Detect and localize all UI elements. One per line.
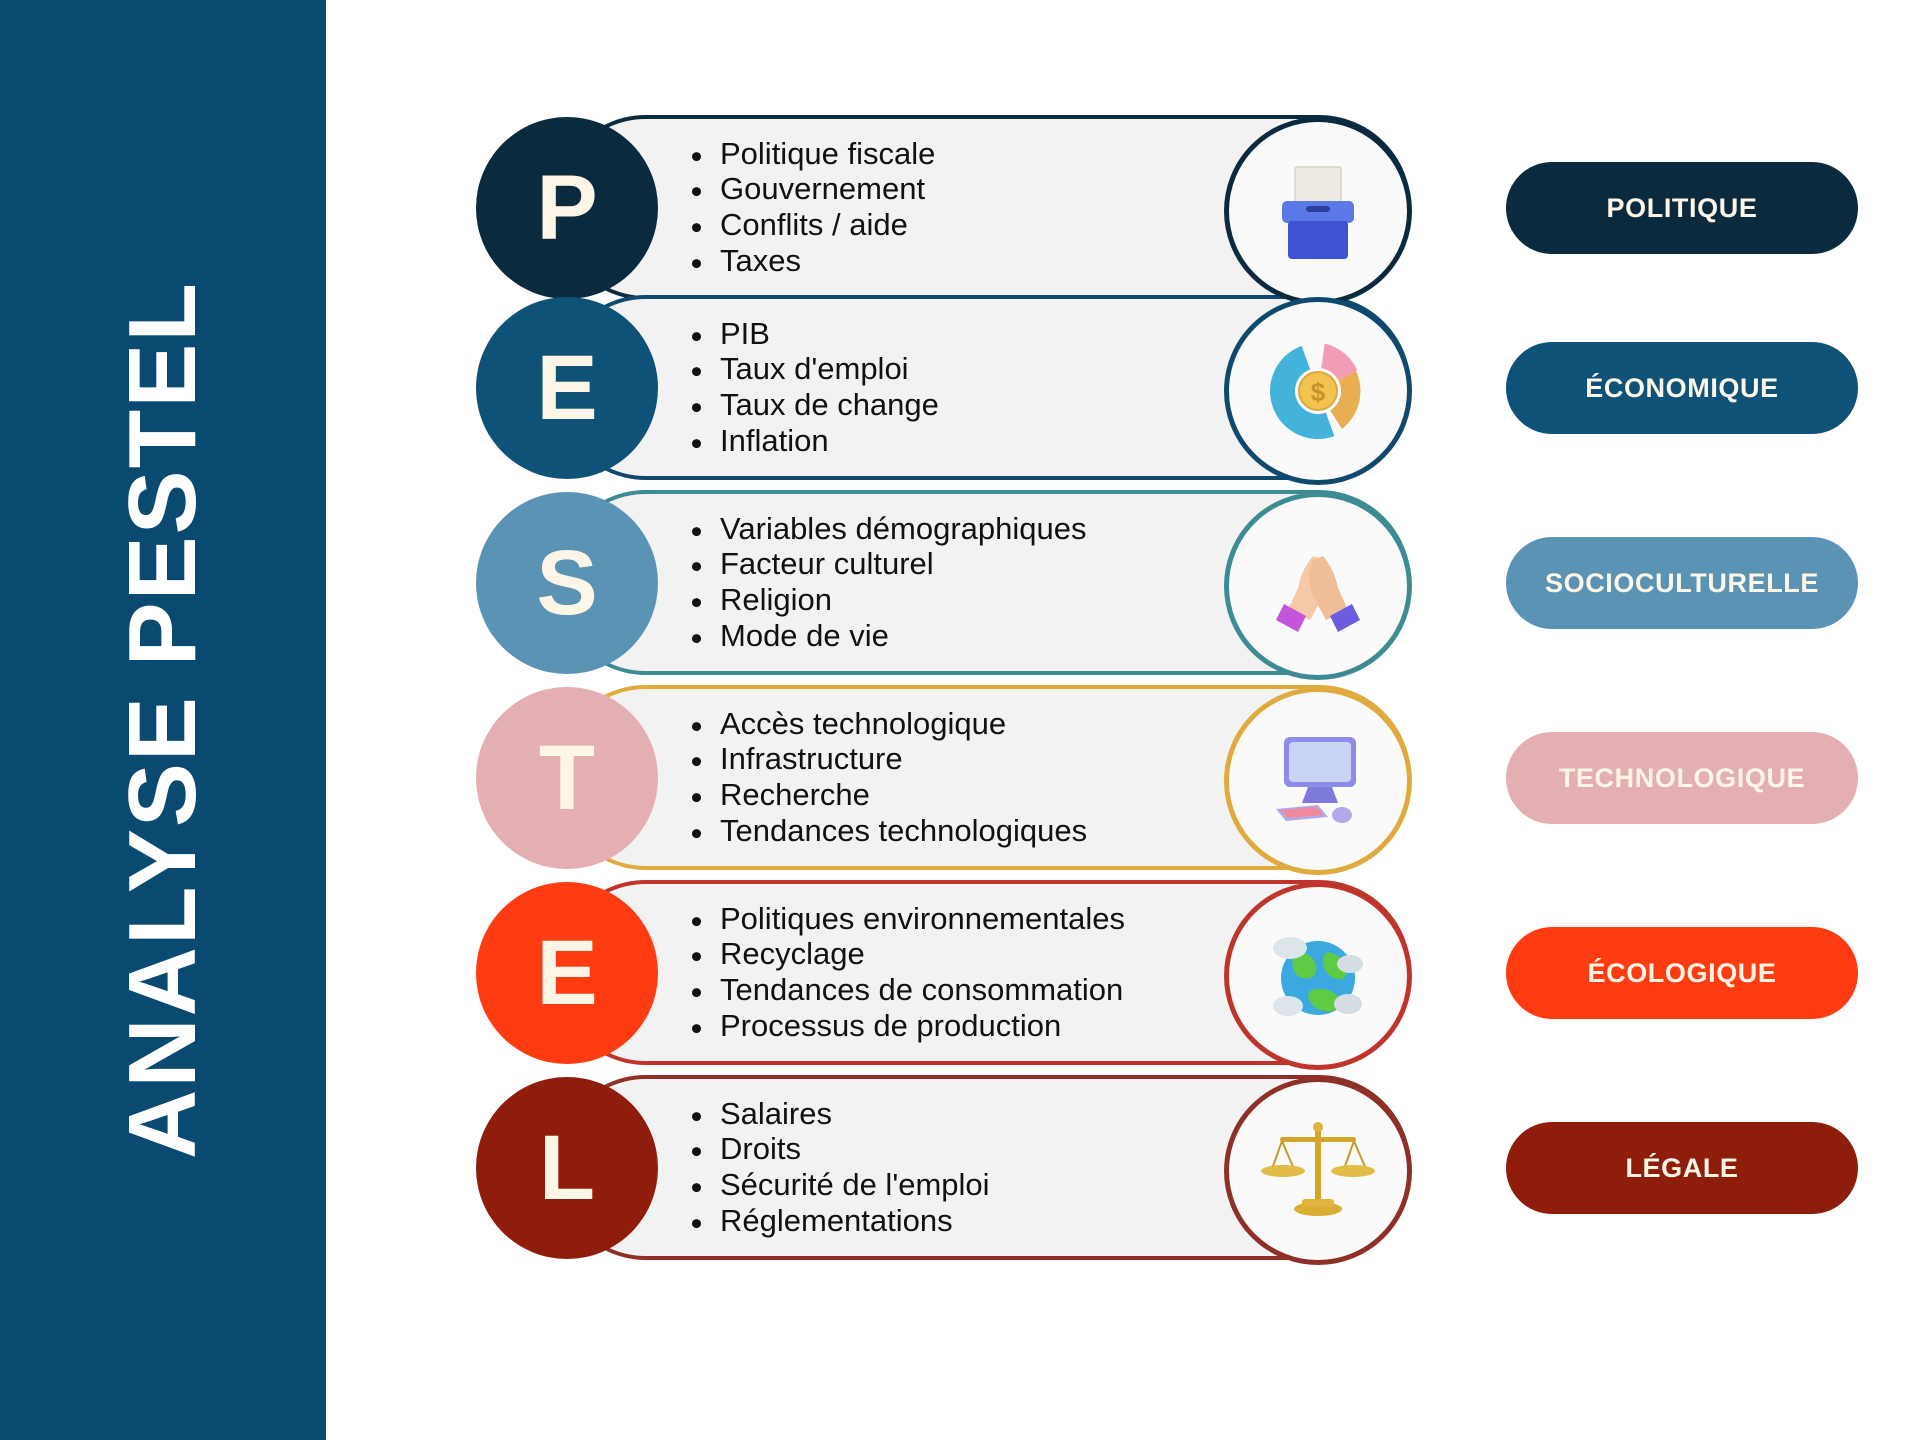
list-item: Mode de vie (684, 618, 1087, 654)
category-pill[interactable]: ÉCONOMIQUE (1506, 342, 1858, 434)
list-item: Taxes (684, 243, 935, 279)
list-item: Tendances de consommation (684, 973, 1125, 1009)
list-item: PIB (684, 316, 939, 352)
row-card: $ (554, 295, 1412, 485)
row-letter-badge: S (476, 492, 658, 674)
list-item: Accès technologique (684, 706, 1087, 742)
desktop-computer-icon (1224, 687, 1412, 875)
list-item: Salaires (684, 1096, 990, 1132)
row-letter-badge: E (476, 297, 658, 479)
row-letter-badge: T (476, 687, 658, 869)
list-item: Gouvernement (684, 172, 935, 208)
list-item: Religion (684, 583, 1087, 619)
list-item: Politique fiscale (684, 136, 935, 172)
list-item: Tendances technologiques (684, 813, 1087, 849)
category-pill-label: POLITIQUE (1606, 192, 1758, 223)
category-pill-label: SOCIOCULTURELLE (1545, 567, 1819, 598)
clapping-hands-icon (1224, 492, 1412, 680)
balance-scales-icon (1224, 1077, 1412, 1265)
list-item: Réglementations (684, 1203, 990, 1239)
list-item: Droits (684, 1132, 990, 1168)
row-letter-badge: P (476, 117, 658, 299)
list-item: Variables démographiques (684, 511, 1087, 547)
category-pill-label: TECHNOLOGIQUE (1558, 762, 1806, 793)
list-item: Recherche (684, 778, 1087, 814)
list-item: Facteur culturel (684, 547, 1087, 583)
row-card (554, 1075, 1412, 1265)
list-item: Conflits / aide (684, 208, 935, 244)
row-card (554, 880, 1412, 1070)
list-item: Politiques environnementales (684, 901, 1125, 937)
ballot-box-icon (1224, 117, 1412, 305)
pie-chart-money-icon: $ (1224, 297, 1412, 485)
list-item: Sécurité de l'emploi (684, 1168, 990, 1204)
category-pill[interactable]: ÉCOLOGIQUE (1506, 927, 1858, 1019)
category-pill[interactable]: POLITIQUE (1506, 162, 1858, 254)
category-pill-label: ÉCOLOGIQUE (1587, 957, 1777, 988)
sidebar-title-panel: ANALYSE PESTEL (0, 0, 326, 1440)
category-pill[interactable]: LÉGALE (1506, 1122, 1858, 1214)
list-item: Infrastructure (684, 742, 1087, 778)
svg-text:$: $ (1311, 377, 1326, 407)
category-pill-label: LÉGALE (1625, 1152, 1739, 1183)
category-pill[interactable]: TECHNOLOGIQUE (1506, 732, 1858, 824)
row-letter-badge: L (476, 1077, 658, 1259)
list-item: Processus de production (684, 1008, 1125, 1044)
earth-globe-icon (1224, 882, 1412, 1070)
list-item: Inflation (684, 423, 939, 459)
category-pill-label: ÉCONOMIQUE (1585, 372, 1779, 403)
list-item: Taux d'emploi (684, 352, 939, 388)
page-title: ANALYSE PESTEL (109, 281, 216, 1159)
row-card (554, 115, 1412, 305)
row-card (554, 685, 1412, 875)
list-item: Recyclage (684, 937, 1125, 973)
row-card (554, 490, 1412, 680)
category-pill[interactable]: SOCIOCULTURELLE (1506, 537, 1858, 629)
list-item: Taux de change (684, 388, 939, 424)
row-letter-badge: E (476, 882, 658, 1064)
